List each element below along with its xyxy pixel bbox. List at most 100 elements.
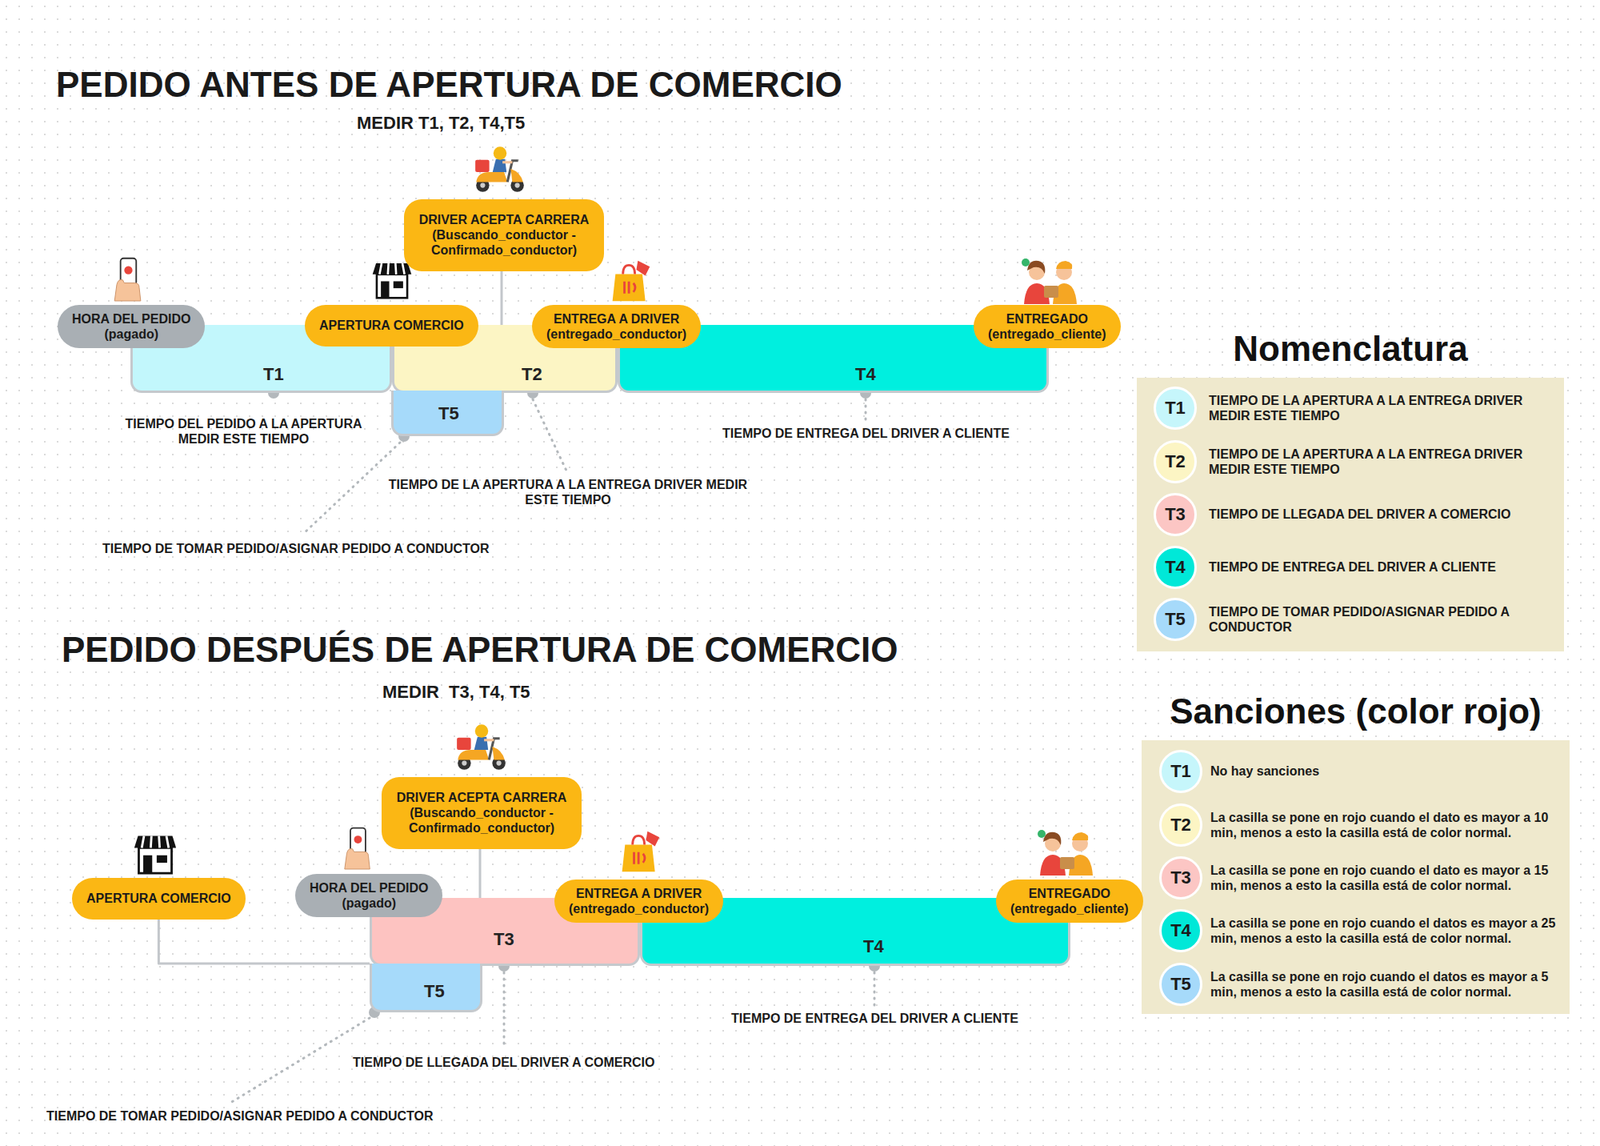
leader-caption: TIEMPO DE TOMAR PEDIDO/ASIGNAR PEDIDO A … xyxy=(102,540,490,556)
leader-caption: TIEMPO DE ENTREGA DEL DRIVER A CLIENTE xyxy=(722,425,1010,441)
action-box: DRIVER ACEPTA CARRERA(Buscando_conductor… xyxy=(404,199,604,272)
leader-caption: TIEMPO DE ENTREGA DEL DRIVER A CLIENTE xyxy=(731,1010,1019,1026)
band-label: T5 xyxy=(438,404,460,423)
phone-icon xyxy=(344,828,371,869)
band-label: T4 xyxy=(863,937,884,956)
band-label: T5 xyxy=(424,982,445,1000)
pill-text: (entregado_conductor) xyxy=(546,326,687,342)
measure-note: MEDIR T3, T4, T5 xyxy=(382,681,531,703)
bag-icon xyxy=(622,831,660,872)
leader-line xyxy=(532,399,567,471)
leader-caption-holder: TIEMPO DE TOMAR PEDIDO/ASIGNAR PEDIDO A … xyxy=(102,540,490,556)
band-label: T1 xyxy=(263,365,284,384)
circle-label: T3 xyxy=(1170,867,1192,888)
pill-text: ENTREGA A DRIVER xyxy=(576,885,702,901)
leader-caption: TIEMPO DE TOMAR PEDIDO/ASIGNAR PEDIDO A … xyxy=(46,1108,434,1124)
box-text: DRIVER ACEPTA CARRERA xyxy=(392,789,571,805)
couple-icon xyxy=(1021,258,1077,304)
leader-caption-holder: TIEMPO DE ENTREGA DEL DRIVER A CLIENTE xyxy=(731,1010,1019,1026)
circle-label: T1 xyxy=(1170,760,1192,782)
sanction-rule: La casilla se pone en rojo cuando el dat… xyxy=(1210,915,1563,946)
leader-line xyxy=(302,442,400,535)
section-title-holder: PEDIDO ANTES DE APERTURA DE COMERCIO xyxy=(56,64,843,107)
time-circle: T4 xyxy=(1153,545,1197,589)
circle-label: T5 xyxy=(1164,608,1186,630)
time-circle: T2 xyxy=(1159,803,1203,847)
time-circle: T1 xyxy=(1153,386,1197,430)
sanction-rule-holder: La casilla se pone en rojo cuando el dat… xyxy=(1210,915,1563,946)
time-band: T5 xyxy=(369,963,483,1012)
band-label: T4 xyxy=(855,365,876,384)
leader-caption-holder: TIEMPO DE LA APERTURA A LA ENTREGA DRIVE… xyxy=(384,476,752,508)
scooter-icon xyxy=(475,146,524,192)
sanction-rule: La casilla se pone en rojo cuando el dat… xyxy=(1210,862,1563,893)
time-circle: T5 xyxy=(1159,962,1203,1006)
leader-caption: TIEMPO DE LA APERTURA A LA ENTREGA DRIVE… xyxy=(384,476,752,508)
circle-label: T5 xyxy=(1170,973,1192,995)
sanction-rule: La casilla se pone en rojo cuando el dat… xyxy=(1210,968,1563,1000)
event-pill: HORA DEL PEDIDO(pagado) xyxy=(57,304,205,348)
measure-note: MEDIR T1, T2, T4,T5 xyxy=(356,112,525,134)
legend-description-holder: TIEMPO DE LA APERTURA A LA ENTREGA DRIVE… xyxy=(1208,446,1555,477)
time-band: T5 xyxy=(391,390,504,436)
band-label: T2 xyxy=(521,365,543,384)
pill-text: ENTREGADO xyxy=(1028,885,1111,901)
connector-line xyxy=(158,919,370,964)
pill-text: APERTURA COMERCIO xyxy=(319,317,464,333)
sanction-rule: La casilla se pone en rojo cuando el dat… xyxy=(1210,809,1563,840)
pill-text: ENTREGA A DRIVER xyxy=(553,311,680,327)
measure-note-holder: MEDIR T3, T4, T5 xyxy=(382,681,531,703)
legend-description-holder: TIEMPO DE TOMAR PEDIDO/ASIGNAR PEDIDO A … xyxy=(1208,604,1555,635)
time-circle: T2 xyxy=(1153,440,1197,484)
time-circle: T3 xyxy=(1153,492,1197,536)
event-pill: ENTREGADO(entregado_cliente) xyxy=(973,304,1121,348)
leader-line xyxy=(503,972,506,1048)
store-icon xyxy=(134,835,176,873)
time-circle: T5 xyxy=(1153,597,1197,641)
leader-caption-holder: TIEMPO DE LLEGADA DEL DRIVER A COMERCIO xyxy=(352,1054,656,1070)
sanction-rule-holder: La casilla se pone en rojo cuando el dat… xyxy=(1210,968,1563,1000)
phone-icon xyxy=(114,258,141,301)
scooter-icon xyxy=(456,724,506,770)
circle-label: T3 xyxy=(1164,504,1186,525)
pill-text: (pagado) xyxy=(104,326,159,342)
section-title-holder: PEDIDO DESPUÉS DE APERTURA DE COMERCIO xyxy=(61,628,899,672)
box-text: (Buscando_conductor - Confirmado_conduct… xyxy=(392,804,571,836)
store-icon xyxy=(372,263,412,298)
leader-caption: TIEMPO DE LLEGADA DEL DRIVER A COMERCIO xyxy=(352,1054,656,1070)
leader-caption-holder: TIEMPO DEL PEDIDO A LA APERTURA MEDIR ES… xyxy=(105,416,382,447)
pill-text: HORA DEL PEDIDO xyxy=(309,880,428,896)
time-circle: T1 xyxy=(1159,749,1203,793)
legend-description-holder: TIEMPO DE ENTREGA DEL DRIVER A CLIENTE xyxy=(1208,559,1555,575)
pill-text: HORA DEL PEDIDO xyxy=(72,311,191,327)
section-title: PEDIDO DESPUÉS DE APERTURA DE COMERCIO xyxy=(61,628,899,672)
pill-text: (entregado_cliente) xyxy=(1010,900,1129,916)
section-title: PEDIDO ANTES DE APERTURA DE COMERCIO xyxy=(56,64,843,107)
pill-text: (entregado_conductor) xyxy=(568,900,709,916)
event-pill: HORA DEL PEDIDO(pagado) xyxy=(295,873,443,917)
leader-line xyxy=(864,399,868,421)
sanction-rule-holder: La casilla se pone en rojo cuando el dat… xyxy=(1210,862,1563,893)
circle-label: T4 xyxy=(1164,556,1186,578)
circle-label: T2 xyxy=(1170,814,1192,836)
sanction-rule: No hay sanciones xyxy=(1210,763,1563,779)
legend-description-holder: TIEMPO DE LA APERTURA A LA ENTREGA DRIVE… xyxy=(1208,392,1555,424)
panel-heading: Nomenclatura xyxy=(1136,328,1564,370)
box-text: (Buscando_conductor - Confirmado_conduct… xyxy=(415,227,593,258)
event-pill: ENTREGADO(entregado_cliente) xyxy=(996,879,1144,923)
circle-label: T1 xyxy=(1164,397,1186,419)
event-pill: ENTREGA A DRIVER(entregado_conductor) xyxy=(554,879,724,923)
circle-label: T4 xyxy=(1170,920,1192,941)
band-label: T3 xyxy=(493,930,515,948)
panel-heading: Sanciones (color rojo) xyxy=(1141,690,1570,732)
couple-icon xyxy=(1037,829,1093,876)
event-pill: ENTREGA A DRIVER(entregado_conductor) xyxy=(532,304,701,348)
legend-description: TIEMPO DE ENTREGA DEL DRIVER A CLIENTE xyxy=(1208,559,1555,575)
measure-note-holder: MEDIR T1, T2, T4,T5 xyxy=(356,112,525,134)
bag-icon xyxy=(612,260,651,301)
event-pill: APERTURA COMERCIO xyxy=(304,304,479,347)
legend-description: TIEMPO DE LA APERTURA A LA ENTREGA DRIVE… xyxy=(1208,446,1555,477)
legend-description: TIEMPO DE LA APERTURA A LA ENTREGA DRIVE… xyxy=(1208,392,1555,424)
pill-text: APERTURA COMERCIO xyxy=(86,890,232,906)
